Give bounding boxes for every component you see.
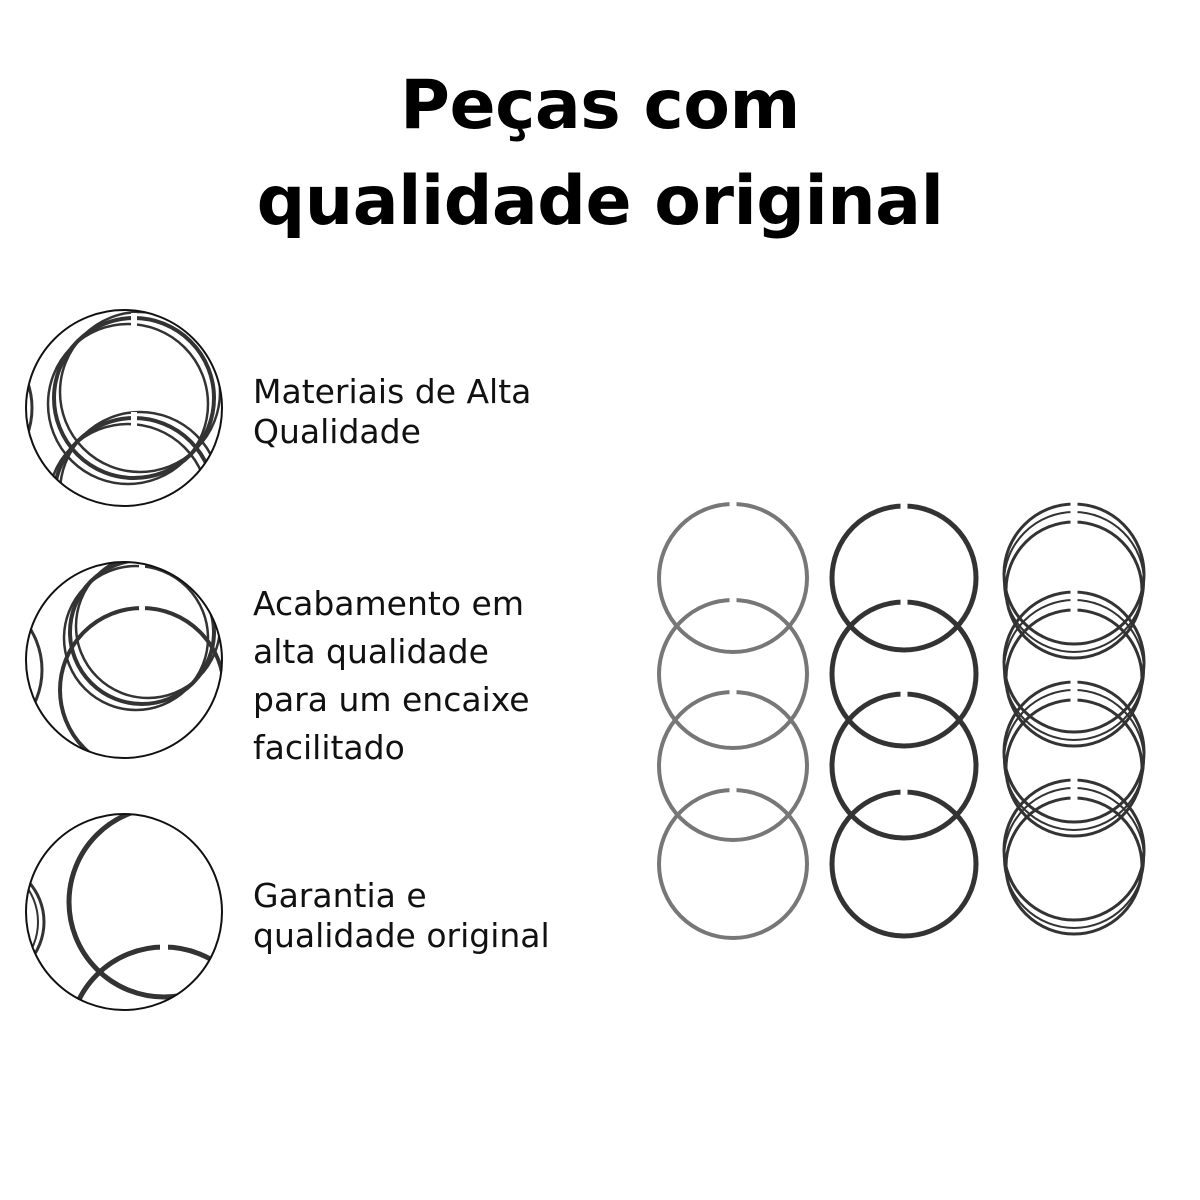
feature-text: Garantia e qualidade original [253, 876, 550, 956]
feature-text-line: Qualidade [253, 412, 421, 451]
ring-column-dark [829, 503, 979, 939]
feature-materials: Materiais de Alta Qualidade [24, 308, 624, 512]
headline-line-1: Peças com [400, 66, 800, 145]
headline: Peças com qualidade original [0, 58, 1200, 250]
headline-line-2: qualidade original [256, 162, 944, 241]
feature-warranty: Garantia e qualidade original [24, 812, 624, 1016]
feature-text: Acabamento em alta qualidade para um enc… [253, 580, 530, 772]
ring-column-light [657, 502, 809, 940]
feature-finish: Acabamento em alta qualidade para um enc… [24, 560, 624, 767]
piston-rings-closeup-icon [25, 309, 223, 507]
piston-ring-set-image [657, 496, 1146, 940]
feature-text: Materiais de Alta Qualidade [253, 372, 531, 452]
feature-text-line: Acabamento em [253, 584, 524, 623]
piston-rings-closeup-icon [25, 561, 223, 759]
ring-column-oil [1002, 502, 1146, 936]
feature-text-line: Materiais de Alta [253, 372, 532, 411]
feature-text-line: alta qualidade [253, 632, 489, 671]
feature-text-line: para um encaixe [253, 680, 530, 719]
piston-ring-closeup-icon [25, 813, 223, 1011]
feature-text-line: facilitado [253, 728, 405, 767]
feature-text-line: qualidade original [253, 916, 550, 955]
feature-text-line: Garantia e [253, 876, 427, 915]
